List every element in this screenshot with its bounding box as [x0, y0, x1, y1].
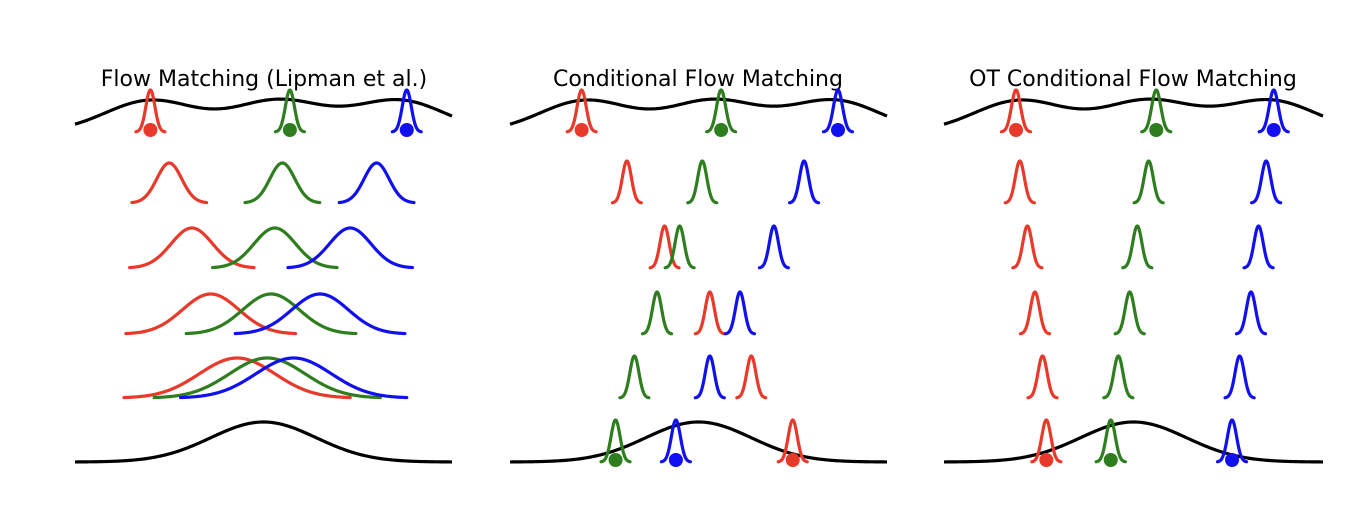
- red-gaussian-row-3: [1018, 290, 1052, 336]
- blue-gaussian-row-3: [723, 290, 757, 336]
- blue-gaussian-row-4: [693, 354, 726, 400]
- blue-gaussian-row-0: [1257, 88, 1290, 134]
- blue-gaussian-row-5: [659, 418, 692, 464]
- panel-title: Flow Matching (Lipman et al.): [101, 67, 427, 92]
- target-mixture-curve: [74, 97, 453, 126]
- blue-gaussian-row-4: [1223, 354, 1256, 400]
- blue-sample-dot: [830, 123, 845, 137]
- blue-sample-dot: [1225, 453, 1240, 467]
- green-gaussian-row-0: [1140, 88, 1173, 134]
- green-gaussian-row-3: [640, 290, 674, 336]
- green-gaussian-row-4: [618, 354, 651, 400]
- blue-sample-dot: [1266, 123, 1281, 137]
- red-gaussian-row-0: [134, 88, 167, 134]
- blue-gaussian-row-5: [1215, 418, 1249, 464]
- green-gaussian-row-1: [243, 161, 322, 205]
- red-gaussian-row-5: [1030, 418, 1063, 464]
- blue-gaussian-row-1: [337, 161, 416, 205]
- blue-gaussian-row-0: [390, 88, 423, 134]
- green-gaussian-row-3: [184, 292, 358, 336]
- green-gaussian-row-2: [211, 226, 339, 270]
- red-gaussian-row-0: [565, 88, 598, 134]
- blue-gaussian-row-0: [821, 88, 855, 134]
- red-sample-dot: [574, 123, 589, 137]
- red-sample-dot: [1039, 453, 1054, 467]
- green-gaussian-row-3: [1113, 290, 1146, 336]
- green-gaussian-row-2: [663, 224, 696, 270]
- red-sample-dot: [143, 123, 158, 137]
- red-sample-dot: [1009, 123, 1024, 137]
- source-gaussian-curve: [74, 420, 453, 464]
- source-gaussian-curve: [509, 420, 888, 464]
- source-gaussian-curve: [943, 420, 1324, 464]
- blue-gaussian-row-4: [178, 356, 409, 400]
- red-gaussian-row-3: [124, 292, 298, 336]
- red-gaussian-row-2: [1011, 224, 1044, 270]
- green-gaussian-row-4: [152, 356, 382, 400]
- green-gaussian-row-1: [686, 159, 719, 205]
- red-gaussian-row-4: [1026, 354, 1059, 400]
- green-gaussian-row-0: [705, 88, 738, 134]
- red-gaussian-row-4: [122, 356, 352, 400]
- green-sample-dot: [1149, 123, 1164, 137]
- panel-title: OT Conditional Flow Matching: [969, 67, 1297, 92]
- blue-gaussian-row-2: [1242, 224, 1275, 270]
- panel-conditional-flow-matching: Conditional Flow Matching: [509, 67, 888, 467]
- blue-gaussian-row-1: [1250, 159, 1283, 205]
- red-gaussian-row-5: [776, 418, 809, 464]
- target-mixture-curve: [509, 97, 888, 126]
- red-gaussian-row-3: [693, 290, 726, 336]
- blue-gaussian-row-3: [1234, 290, 1268, 336]
- panel-title: Conditional Flow Matching: [553, 67, 843, 92]
- red-gaussian-row-1: [610, 159, 643, 205]
- green-gaussian-row-5: [1094, 418, 1127, 464]
- green-gaussian-row-2: [1121, 224, 1154, 270]
- red-gaussian-row-2: [648, 224, 681, 270]
- green-gaussian-row-1: [1132, 159, 1165, 205]
- panel-flow-matching: Flow Matching (Lipman et al.): [74, 67, 453, 464]
- red-gaussian-row-4: [735, 354, 768, 400]
- green-sample-dot: [714, 123, 729, 137]
- blue-gaussian-row-3: [233, 292, 407, 336]
- green-gaussian-row-0: [273, 88, 306, 134]
- green-gaussian-row-4: [1102, 354, 1135, 400]
- red-sample-dot: [785, 453, 800, 467]
- blue-sample-dot: [668, 453, 683, 467]
- panel-ot-conditional-flow-matching: OT Conditional Flow Matching: [943, 67, 1324, 467]
- red-gaussian-row-1: [130, 161, 209, 205]
- target-mixture-curve: [943, 97, 1324, 126]
- blue-gaussian-row-1: [787, 159, 821, 205]
- green-sample-dot: [608, 453, 623, 467]
- red-gaussian-row-1: [1003, 159, 1036, 205]
- green-sample-dot: [1103, 453, 1118, 467]
- blue-gaussian-row-2: [757, 224, 790, 270]
- green-sample-dot: [282, 123, 297, 137]
- blue-gaussian-row-2: [286, 226, 415, 270]
- green-gaussian-row-5: [599, 418, 632, 464]
- red-gaussian-row-0: [999, 88, 1033, 134]
- blue-sample-dot: [399, 123, 414, 137]
